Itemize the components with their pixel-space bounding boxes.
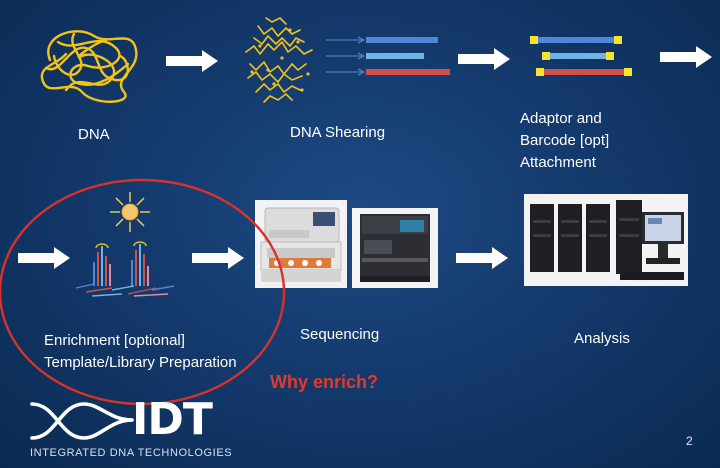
flow-arrow-4 bbox=[18, 247, 70, 269]
step-label-enrichment-line-2: Template/Library Preparation bbox=[44, 354, 237, 371]
step-label-sequencing: Sequencing bbox=[300, 326, 380, 343]
step-label-analysis: Analysis bbox=[574, 330, 630, 347]
flow-arrow-6 bbox=[456, 247, 508, 269]
dna-fragments-graphic bbox=[326, 36, 450, 76]
flow-arrow-2 bbox=[458, 48, 510, 70]
compute-cluster-image bbox=[524, 194, 688, 286]
sequencer-instrument-image bbox=[352, 208, 438, 288]
step-label-dna-shearing: DNA Shearing bbox=[290, 124, 386, 141]
dna-helix-logo-icon bbox=[30, 402, 134, 440]
flow-arrow-5 bbox=[192, 247, 244, 269]
idt-tagline: INTEGRATED DNA TECHNOLOGIES bbox=[30, 447, 233, 459]
flow-arrow-1 bbox=[166, 50, 218, 72]
step-label-adaptor-line-1: Adaptor and bbox=[520, 110, 602, 127]
step-label-adaptor-line-2: Barcode [opt] bbox=[520, 132, 610, 149]
flow-arrow-3 bbox=[660, 46, 712, 68]
why-enrich-callout: Why enrich? bbox=[270, 372, 379, 392]
step-label-adaptor-line-3: Attachment bbox=[520, 154, 596, 171]
step-label-dna: DNA bbox=[78, 126, 110, 143]
capture-bead-icon bbox=[110, 192, 150, 232]
adaptor-fragments-graphic bbox=[530, 36, 632, 76]
library-prep-instrument-image bbox=[255, 200, 347, 288]
sheared-dna-graphic bbox=[245, 17, 313, 103]
idt-wordmark: IDT bbox=[132, 394, 213, 445]
step-label-enrichment-line-1: Enrichment [optional] bbox=[44, 332, 185, 349]
dna-tangle-graphic bbox=[40, 30, 138, 103]
page-number: 2 bbox=[686, 434, 693, 448]
enrichment-capture-graphic bbox=[75, 241, 175, 297]
